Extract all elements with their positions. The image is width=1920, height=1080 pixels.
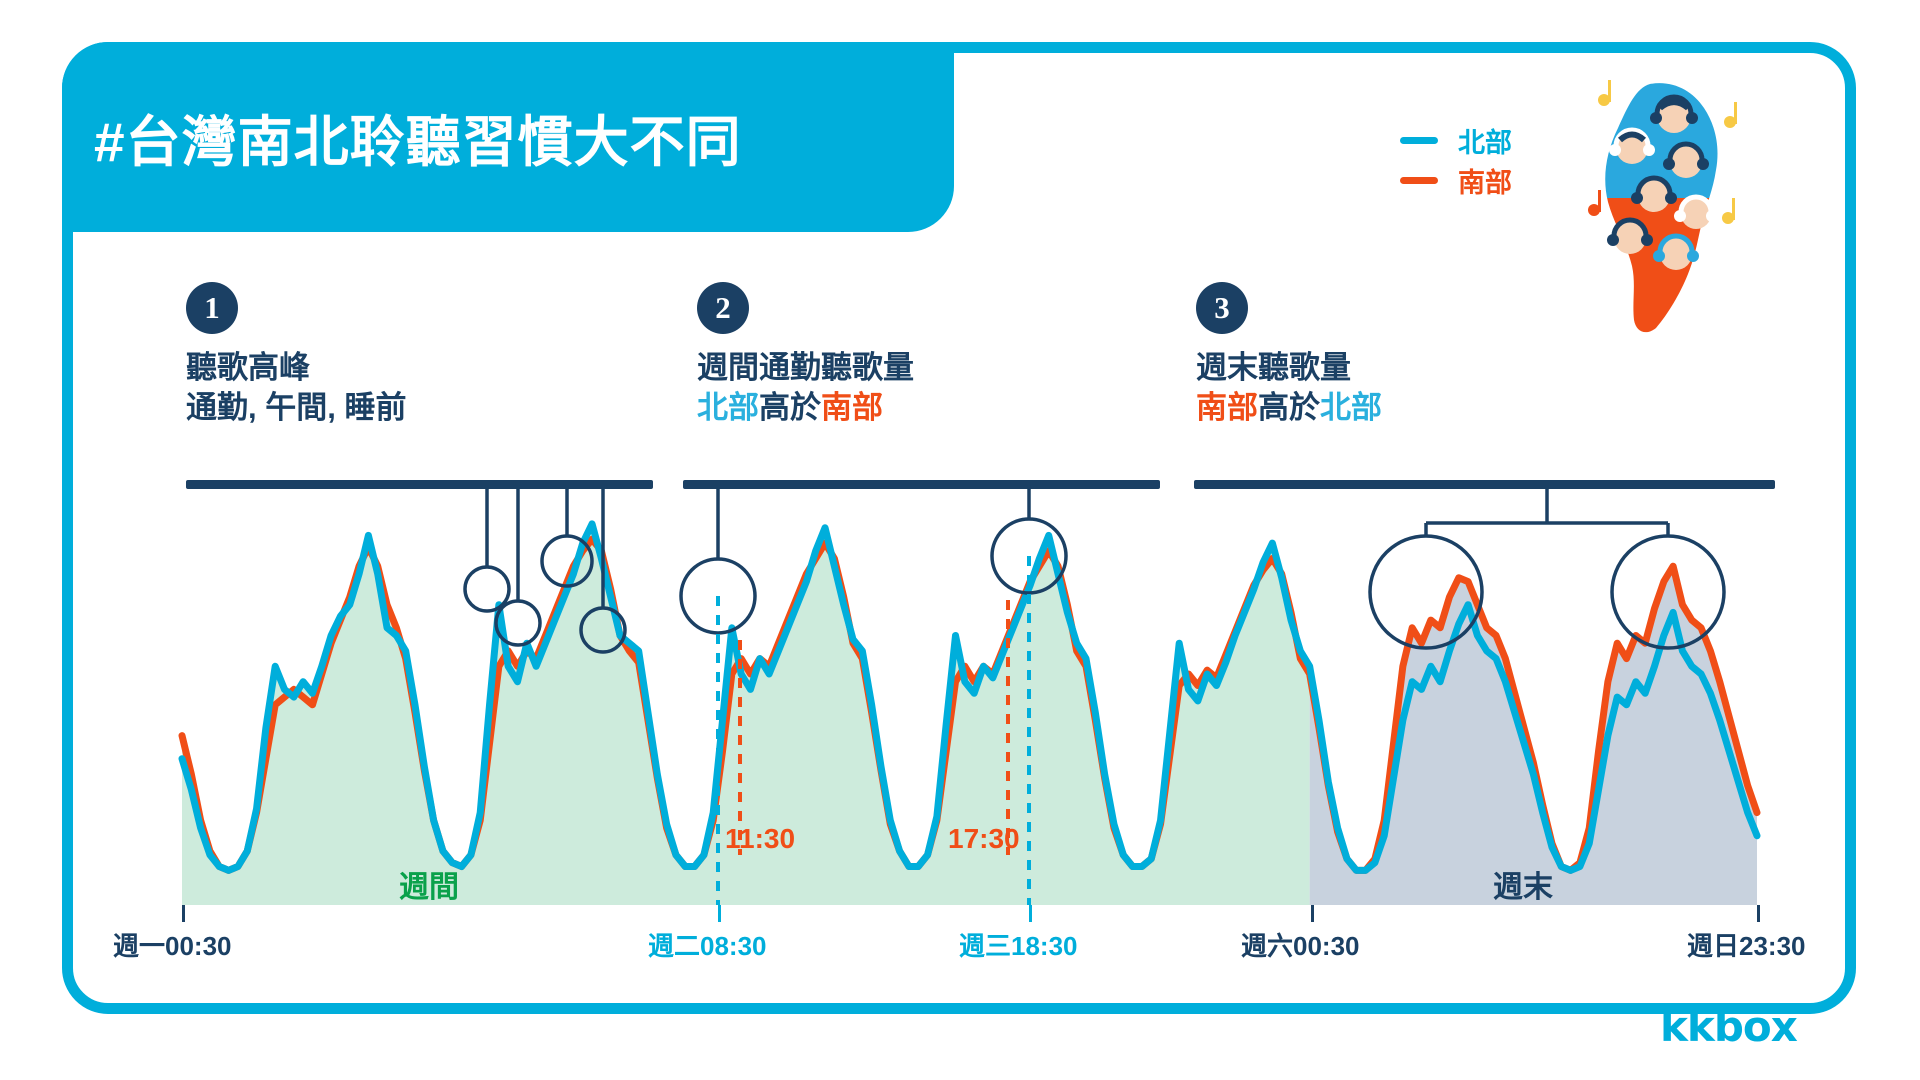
section-3-rule bbox=[1194, 480, 1775, 489]
section-2-rule bbox=[683, 480, 1160, 489]
section-3-line1: 週末聽歌量 bbox=[1196, 350, 1351, 385]
title-banner: #台灣南北聆聽習慣大不同 bbox=[62, 42, 954, 232]
legend-swatch-south bbox=[1400, 176, 1438, 184]
legend-swatch-north bbox=[1400, 136, 1438, 144]
section-2-line2: 北部高於南部 bbox=[697, 388, 914, 428]
section-1-line2-part-1: 通勤, 午間, 睡前 bbox=[186, 390, 407, 426]
legend: 北部 南部 bbox=[1400, 120, 1600, 200]
legend-item-north: 北部 bbox=[1400, 120, 1600, 160]
axis-label-2: 週二08:30 bbox=[648, 931, 767, 961]
section-2-line2-part-1: 北部 bbox=[697, 390, 759, 426]
axis-label-4: 週六00:30 bbox=[1241, 931, 1360, 961]
section-2-badge: 2 bbox=[697, 282, 749, 334]
kkbox-logo: kkbox bbox=[1660, 1002, 1798, 1051]
section-3-line2-part-2: 高於 bbox=[1258, 390, 1320, 426]
annotation-1730: 17:30 bbox=[948, 823, 1020, 854]
section-1: 1 聽歌高峰 通勤, 午間, 睡前 bbox=[186, 282, 406, 429]
section-3-line2-part-3: 北部 bbox=[1320, 390, 1382, 426]
section-3-line2: 南部高於北部 bbox=[1196, 388, 1382, 428]
section-2-line1: 週間通勤聽歌量 bbox=[697, 350, 914, 385]
annotation-1130: 11:30 bbox=[725, 823, 796, 854]
axis-tick-1 bbox=[182, 905, 185, 922]
axis-tick-2 bbox=[718, 905, 721, 922]
section-3-badge: 3 bbox=[1196, 282, 1248, 334]
axis-label-1: 週一00:30 bbox=[113, 931, 232, 961]
band-label-weekday: 週間 bbox=[399, 871, 459, 904]
axis-label-5: 週日23:30 bbox=[1687, 931, 1806, 961]
axis-tick-3 bbox=[1029, 905, 1032, 922]
axis-label-3: 週三18:30 bbox=[959, 931, 1078, 961]
legend-label-north: 北部 bbox=[1458, 127, 1512, 158]
section-1-rule bbox=[186, 480, 653, 489]
axis-tick-5 bbox=[1757, 905, 1760, 922]
section-2-line2-part-3: 南部 bbox=[821, 390, 883, 426]
section-2: 2 週間通勤聽歌量 北部高於南部 bbox=[697, 282, 914, 429]
section-1-line2: 通勤, 午間, 睡前 bbox=[186, 388, 406, 428]
band-label-weekend: 週末 bbox=[1493, 871, 1553, 904]
legend-item-south: 南部 bbox=[1400, 160, 1600, 200]
section-2-line2-part-2: 高於 bbox=[759, 390, 821, 426]
section-1-line1: 聽歌高峰 bbox=[186, 350, 310, 385]
axis-tick-4 bbox=[1311, 905, 1314, 922]
section-3-line2-part-1: 南部 bbox=[1196, 390, 1258, 426]
section-3: 3 週末聽歌量 南部高於北部 bbox=[1196, 282, 1382, 429]
section-1-badge: 1 bbox=[186, 282, 238, 334]
page-title: #台灣南北聆聽習慣大不同 bbox=[94, 111, 742, 173]
legend-label-south: 南部 bbox=[1458, 167, 1512, 198]
taiwan-map-illustration bbox=[1580, 78, 1750, 338]
